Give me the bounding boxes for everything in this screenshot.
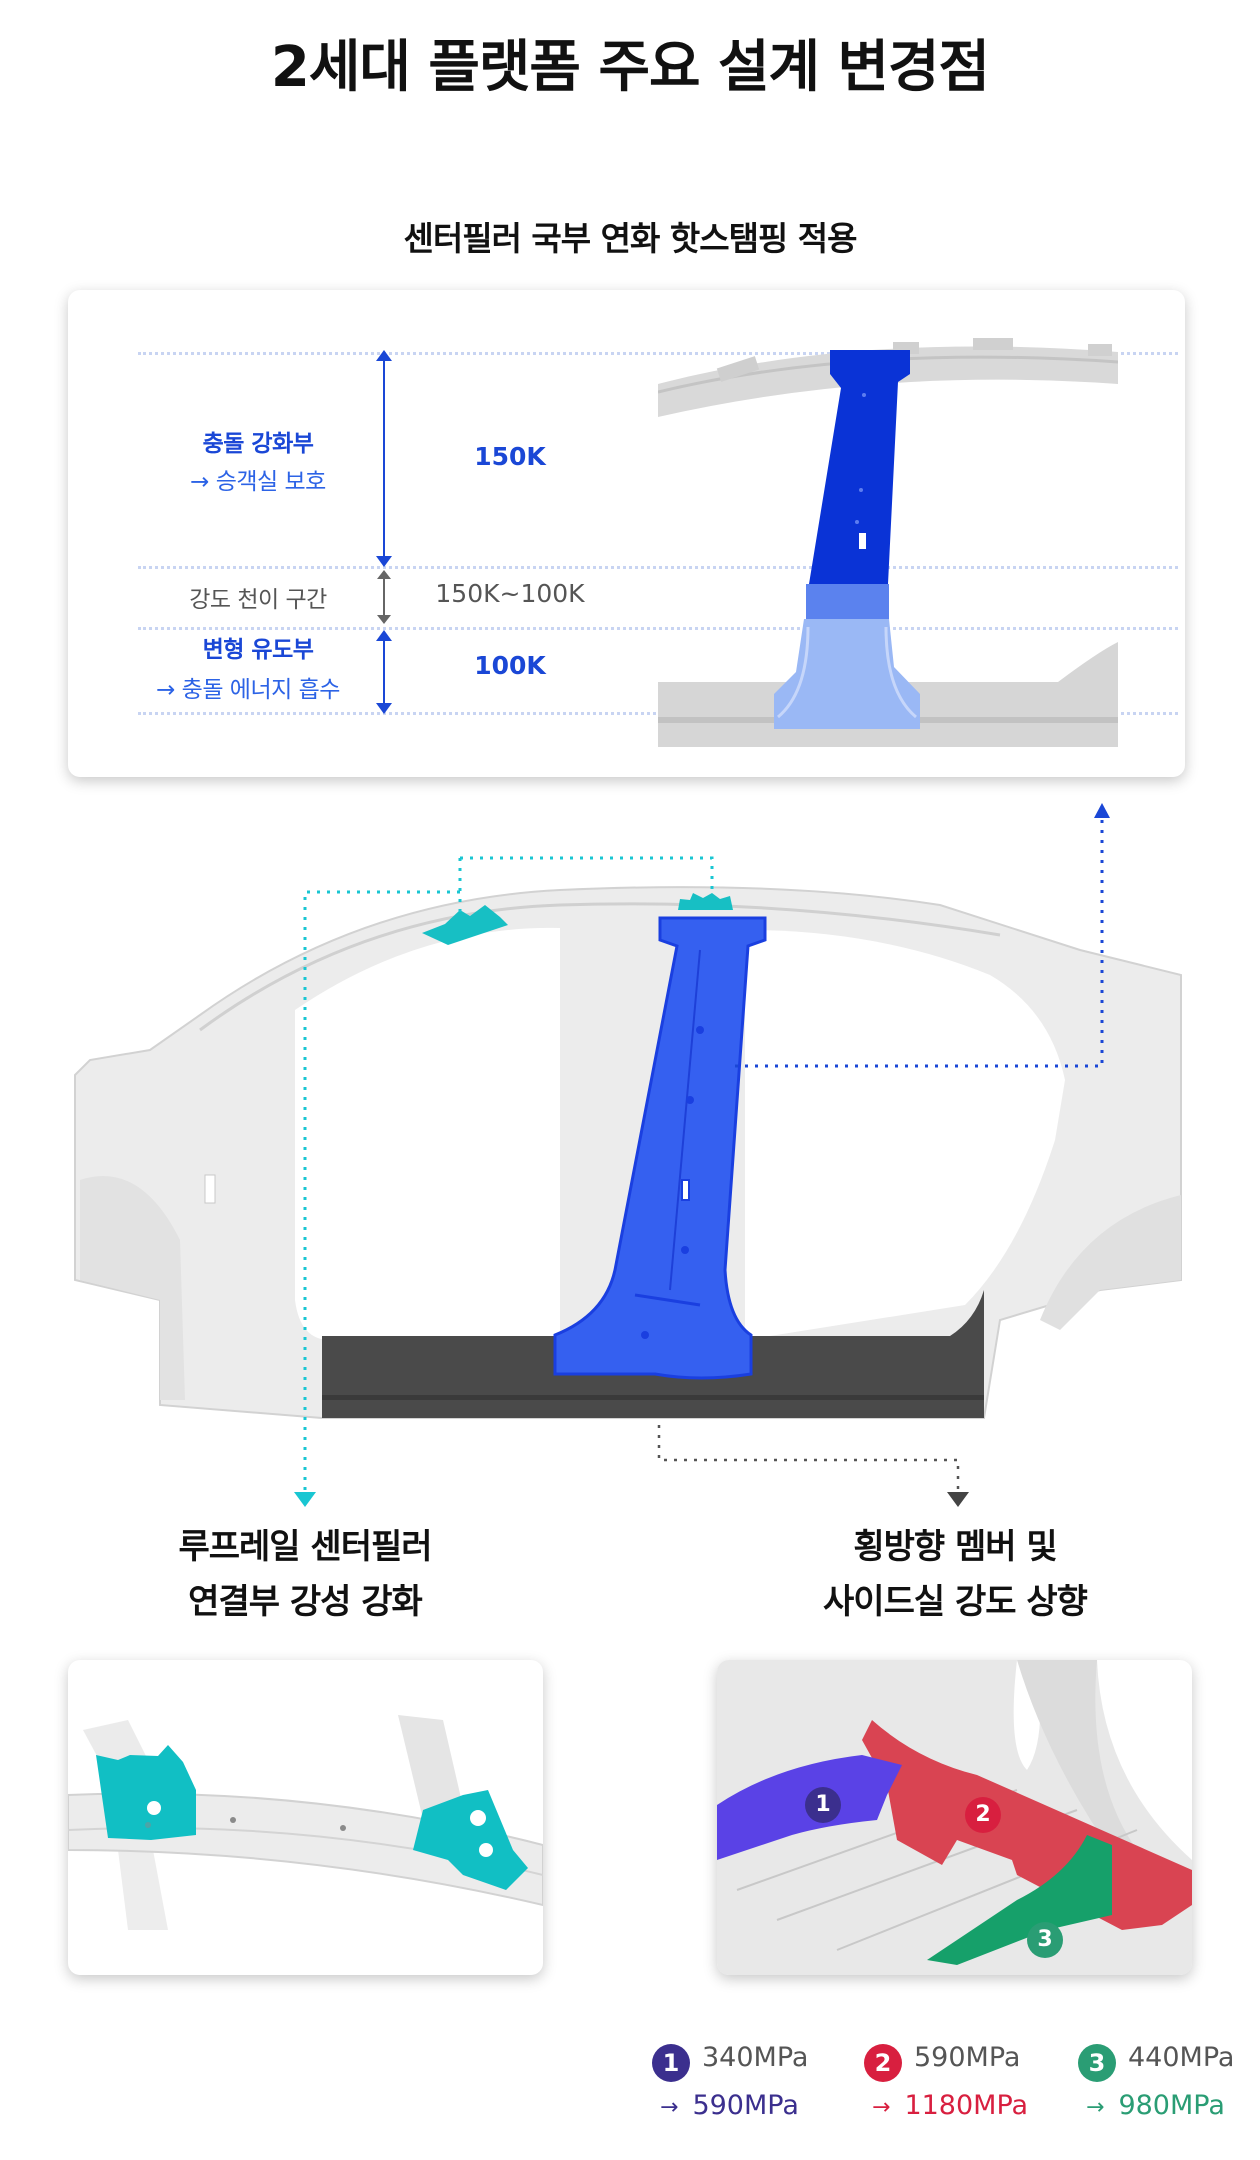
cross-member-image: [717, 1660, 1192, 1975]
legend-to-value: 980MPa: [1118, 2090, 1225, 2121]
legend-from-value: 340MPa: [702, 2042, 809, 2073]
arrow-right-icon: →: [872, 2095, 891, 2120]
legend-to-value: 1180MPa: [904, 2090, 1029, 2121]
roof-rail-joint-card: [68, 1660, 543, 1975]
legend-badge-3: 3: [1078, 2044, 1116, 2082]
arrow-right-icon: →: [660, 2095, 679, 2120]
legend-badge-1: 1: [652, 2044, 690, 2082]
legend-badge-2: 2: [864, 2044, 902, 2082]
legend-to-row: → 980MPa: [1086, 2090, 1225, 2121]
page-title: 2세대 플랫폼 주요 설계 변경점: [270, 35, 990, 100]
zone-desc-strengthened: → 승객실 보호: [190, 469, 326, 495]
marker-3: 3: [1027, 1922, 1063, 1958]
arrow-up-icon: [377, 570, 391, 579]
range-arrow-transition: [383, 577, 385, 619]
legend-to-row: → 590MPa: [660, 2090, 799, 2121]
heading-line-2: 연결부 강성 강화: [188, 1582, 423, 1622]
guide-line-lower-transition: [138, 627, 1178, 630]
legend-to-value: 590MPa: [692, 2090, 799, 2121]
legend-to-row: → 1180MPa: [872, 2090, 1028, 2121]
heading-line-1: 횡방향 멤버 및: [853, 1527, 1057, 1567]
legend-from-value: 590MPa: [914, 2042, 1021, 2073]
section-heading-side-sill: 횡방향 멤버 및 사이드실 강도 상향: [710, 1520, 1200, 1630]
zone-value-transition: 150K~100K: [435, 579, 585, 608]
marker-1: 1: [805, 1787, 841, 1823]
roof-rail-joint-image: [68, 1715, 543, 1930]
center-pillar-card: 충돌 강화부 → 승객실 보호 150K 강도 천이 구간 150K~100K …: [68, 290, 1185, 777]
car-body-side-structure-image: [74, 803, 1182, 1507]
legend-from-value: 440MPa: [1128, 2042, 1235, 2073]
zone-label-deformation: 변형 유도부: [202, 637, 314, 663]
arrow-down-icon: [377, 615, 391, 624]
arrow-right-icon: →: [1086, 2095, 1105, 2120]
center-pillar-closeup-image: [658, 338, 1118, 747]
arrow-up-icon: [376, 630, 392, 641]
section-heading-center-pillar: 센터필러 국부 연화 핫스탬핑 적용: [403, 219, 858, 258]
legend-item-2: 2 590MPa → 1180MPa: [864, 2040, 1064, 2140]
cross-member-card: 1 2 3: [717, 1660, 1192, 1975]
zone-value-deformation: 100K: [474, 651, 546, 680]
heading-line-1: 루프레일 센터필러: [178, 1527, 432, 1567]
guide-line-upper-transition: [138, 566, 1178, 569]
arrow-down-icon: [376, 556, 392, 567]
arrow-down-icon: [376, 703, 392, 714]
legend-item-1: 1 340MPa → 590MPa: [652, 2040, 852, 2140]
arrow-up-icon: [376, 350, 392, 361]
zone-desc-deformation: → 충돌 에너지 흡수: [156, 677, 340, 703]
legend-item-3: 3 440MPa → 980MPa: [1078, 2040, 1260, 2140]
zone-label-strengthened: 충돌 강화부: [202, 431, 314, 457]
zone-label-transition: 강도 천이 구간: [189, 587, 327, 613]
range-arrow-strengthened: [383, 358, 385, 561]
marker-2: 2: [965, 1797, 1001, 1833]
guide-line-top: [138, 352, 1178, 355]
heading-line-2: 사이드실 강도 상향: [823, 1582, 1088, 1622]
zone-value-strengthened: 150K: [474, 442, 546, 471]
range-arrow-deformation: [383, 638, 385, 708]
section-heading-roof-rail: 루프레일 센터필러 연결부 강성 강화: [60, 1520, 550, 1630]
